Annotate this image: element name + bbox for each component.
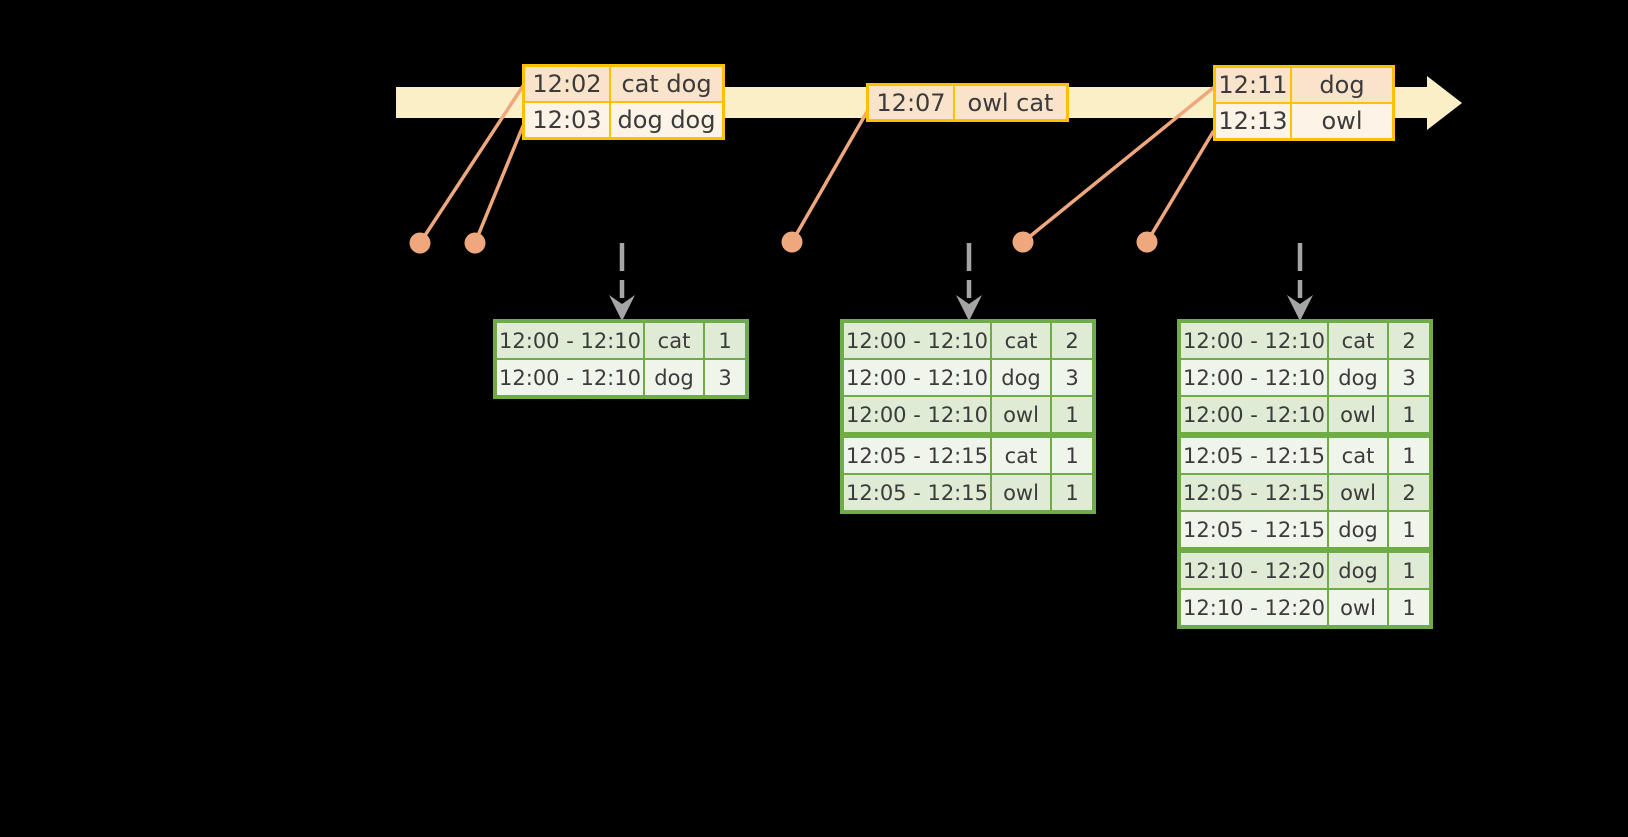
table-cell: 12:03 [525, 103, 609, 137]
table-cell: owl [1329, 397, 1387, 432]
table-cell: 3 [705, 360, 745, 395]
table-cell: owl [992, 397, 1050, 432]
table-cell: 12:10 - 12:20 [1181, 553, 1327, 588]
table-cell: cat [1329, 438, 1387, 473]
table-cell: 1 [1052, 475, 1092, 510]
event-connector-line [473, 124, 525, 245]
table-cell: 12:02 [525, 67, 609, 101]
table-cell: 12:00 - 12:10 [844, 323, 990, 358]
table-cell: dog [645, 360, 703, 395]
table-cell: 12:00 - 12:10 [844, 360, 990, 395]
table-cell: 12:05 - 12:15 [844, 475, 990, 510]
table-cell: 3 [1052, 360, 1092, 395]
event-connector-line [1145, 130, 1215, 244]
table-cell: cat dog [611, 67, 722, 101]
table-cell: cat [645, 323, 703, 358]
event-dot [409, 232, 431, 254]
table-cell: 12:00 - 12:10 [844, 397, 990, 432]
table-cell: owl [1329, 475, 1387, 510]
table-cell: dog [1292, 68, 1392, 102]
table-cell: owl [1292, 104, 1392, 138]
event-dot [1136, 231, 1158, 253]
table-cell: 1 [1052, 397, 1092, 432]
table-cell: dog [992, 360, 1050, 395]
table-cell: 1 [1389, 438, 1429, 473]
table-cell: 12:05 - 12:15 [1181, 512, 1327, 547]
table-cell: 1 [1389, 397, 1429, 432]
table-cell: 3 [1389, 360, 1429, 395]
table-cell: dog [1329, 553, 1387, 588]
timeline-arrow-head-icon [1427, 76, 1462, 130]
table-cell: 12:07 [869, 86, 953, 119]
table-cell: 1 [705, 323, 745, 358]
table-cell: 12:00 - 12:10 [497, 323, 643, 358]
trigger-arrow-head-icon [956, 295, 982, 321]
trigger-arrow-head-icon [609, 295, 635, 321]
event-dot [781, 231, 803, 253]
table-cell: dog dog [611, 103, 722, 137]
table-cell: 2 [1389, 323, 1429, 358]
table-cell: 1 [1052, 438, 1092, 473]
table-cell: 12:10 - 12:20 [1181, 590, 1327, 625]
table-cell: 12:11 [1216, 68, 1290, 102]
table-cell: dog [1329, 360, 1387, 395]
table-cell: owl [1329, 590, 1387, 625]
table-cell: cat [1329, 323, 1387, 358]
table-cell: 1 [1389, 590, 1429, 625]
table-cell: 12:00 - 12:10 [1181, 397, 1327, 432]
table-cell: 12:05 - 12:15 [844, 438, 990, 473]
table-cell: owl cat [955, 86, 1066, 119]
event-connector-line [790, 108, 870, 244]
table-cell: cat [992, 323, 1050, 358]
table-cell: 1 [1389, 553, 1429, 588]
table-cell: 12:00 - 12:10 [1181, 323, 1327, 358]
table-cell: 1 [1389, 512, 1429, 547]
event-dot [464, 232, 486, 254]
table-cell: 12:05 - 12:15 [1181, 475, 1327, 510]
table-cell: 2 [1052, 323, 1092, 358]
table-cell: 2 [1389, 475, 1429, 510]
table-cell: 12:13 [1216, 104, 1290, 138]
table-cell: 12:00 - 12:10 [1181, 360, 1327, 395]
trigger-arrow-head-icon [1287, 295, 1313, 321]
table-cell: cat [992, 438, 1050, 473]
event-dot [1012, 231, 1034, 253]
table-cell: owl [992, 475, 1050, 510]
table-cell: 12:05 - 12:15 [1181, 438, 1327, 473]
table-cell: 12:00 - 12:10 [497, 360, 643, 395]
table-cell: dog [1329, 512, 1387, 547]
